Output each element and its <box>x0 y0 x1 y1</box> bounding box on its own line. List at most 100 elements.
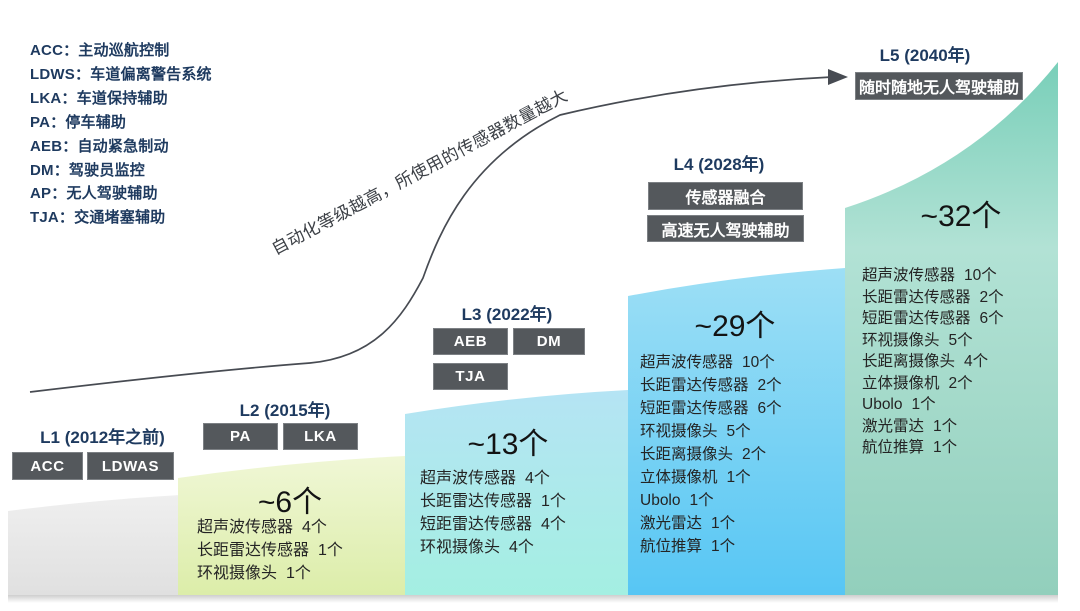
sensor-name: 长距离摄像头 <box>862 353 956 370</box>
legend-item: ACC：主动巡航控制 <box>30 42 170 59</box>
sensor-count: 1个 <box>711 538 736 555</box>
sensor-row: 长距雷达传感器 1个 <box>420 490 566 513</box>
sensor-row: 环视摄像头 4个 <box>420 536 566 559</box>
sensor-row: 环视摄像头 1个 <box>197 562 343 585</box>
sensor-count: 10个 <box>964 267 997 284</box>
sensor-count: 2个 <box>979 288 1004 306</box>
legend-item: PA：停车辅助 <box>30 113 127 131</box>
sensor-count: 1个 <box>911 396 936 413</box>
sensor-name: Ubolo <box>640 492 681 509</box>
sensor-count: 6个 <box>979 310 1004 327</box>
legend-item: LKA：车道保持辅助 <box>30 89 168 107</box>
sensor-row: 短距雷达传感器 4个 <box>420 513 566 536</box>
level-5-sensor-list: 超声波传感器 10个 长距雷达传感器 2个 短距雷达传感器 6个 环视摄像头 5个 长距… <box>862 265 1004 459</box>
sensor-count: 4个 <box>302 519 327 536</box>
sensor-row: 超声波传感器 10个 <box>640 351 782 374</box>
sensor-name: 超声波传感器 <box>197 519 294 536</box>
sensor-count: 1个 <box>933 417 958 435</box>
legend-item: TJA：交通堵塞辅助 <box>30 209 166 227</box>
sensor-count: 2个 <box>742 446 767 463</box>
level-4-count: ~29个 <box>694 310 776 343</box>
sensor-count: 1个 <box>689 492 714 509</box>
sensor-row: 环视摄像头 5个 <box>862 330 1004 352</box>
sensor-row: Ubolo 1个 <box>862 394 1004 416</box>
sensor-name: 立体摄像机 <box>640 469 718 486</box>
level-1-label: L1 (2012年之前) <box>40 428 165 447</box>
ground-shadow <box>8 594 1058 603</box>
sensor-row: 立体摄像机 1个 <box>640 466 782 489</box>
sensor-row: 超声波传感器 4个 <box>197 516 343 539</box>
growth-curve-arrow <box>29 76 833 393</box>
badge-dm: DM <box>513 328 585 355</box>
sensor-count: 1个 <box>933 439 958 456</box>
level-3-panel <box>405 390 628 595</box>
badge-aeb: AEB <box>433 328 508 355</box>
sensor-name: 短距雷达传感器 <box>862 310 971 327</box>
level-2-label: L2 (2015年) <box>239 401 331 420</box>
sensor-count: 10个 <box>742 354 775 371</box>
sensor-row: 航位推算 1个 <box>640 535 782 558</box>
legend-item: DM：驾驶员监控 <box>30 161 145 179</box>
sensor-row: 航位推算 1个 <box>862 437 1004 459</box>
sensor-name: 超声波传感器 <box>862 267 956 284</box>
sensor-name: 长距雷达传感器 <box>420 493 533 510</box>
level-5-label: L5 (2040年) <box>879 46 971 65</box>
sensor-count: 5个 <box>948 331 973 349</box>
badge-lka: LKA <box>283 423 358 450</box>
sensor-count: 4个 <box>964 353 989 370</box>
sensor-name: 立体摄像机 <box>862 374 940 392</box>
sensor-count: 2个 <box>757 377 782 394</box>
sensor-count: 4个 <box>541 516 566 533</box>
sensor-count: 4个 <box>509 539 534 556</box>
badge-sensor-fusion: 传感器融合 <box>648 182 803 210</box>
sensor-name: 长距雷达传感器 <box>862 288 971 306</box>
level-3-label: L3 (2022年) <box>461 305 553 324</box>
sensor-name: 航位推算 <box>862 439 925 456</box>
sensor-count: 2个 <box>948 374 973 392</box>
sensor-name: 超声波传感器 <box>640 354 734 371</box>
sensor-row: 激光雷达 1个 <box>640 512 782 535</box>
sensor-row: 短距雷达传感器 6个 <box>862 308 1004 330</box>
sensor-count: 1个 <box>541 493 566 510</box>
sensor-name: 环视摄像头 <box>197 565 278 582</box>
sensor-count: 1个 <box>711 515 736 532</box>
sensor-name: 环视摄像头 <box>862 331 940 349</box>
badge-ldwas: LDWAS <box>87 452 174 480</box>
badge-highway-autopilot: 高速无人驾驶辅助 <box>647 215 804 242</box>
sensor-name: 长距离摄像头 <box>640 446 734 463</box>
sensor-row: Ubolo 1个 <box>640 489 782 512</box>
sensor-name: 环视摄像头 <box>420 539 501 556</box>
sensor-row: 立体摄像机 2个 <box>862 373 1004 395</box>
sensor-row: 超声波传感器 10个 <box>862 265 1004 287</box>
sensor-name: 激光雷达 <box>640 515 703 532</box>
sensor-name: 航位推算 <box>640 538 703 555</box>
sensor-row: 长距雷达传感器 2个 <box>862 287 1004 309</box>
sensor-row: 长距离摄像头 4个 <box>862 351 1004 373</box>
sensor-count: 5个 <box>726 423 751 440</box>
badge-tja: TJA <box>433 363 508 390</box>
sensor-count: 1个 <box>726 469 751 486</box>
sensor-count: 4个 <box>525 470 550 487</box>
sensor-name: Ubolo <box>862 396 903 413</box>
sensor-name: 环视摄像头 <box>640 423 718 440</box>
level-2-panel <box>178 456 405 595</box>
level-1-panel <box>8 495 180 595</box>
sensor-count: 1个 <box>286 565 311 582</box>
sensor-name: 短距雷达传感器 <box>420 516 533 533</box>
growth-curve-arrowhead <box>828 69 848 85</box>
badge-pa: PA <box>203 423 278 450</box>
sensor-row: 环视摄像头 5个 <box>640 420 782 443</box>
level-3-count: ~13个 <box>467 428 549 461</box>
badge-acc: ACC <box>12 452 83 480</box>
legend-item: AEB：自动紧急制动 <box>30 137 169 155</box>
legend-item: AP：无人驾驶辅助 <box>30 185 158 203</box>
